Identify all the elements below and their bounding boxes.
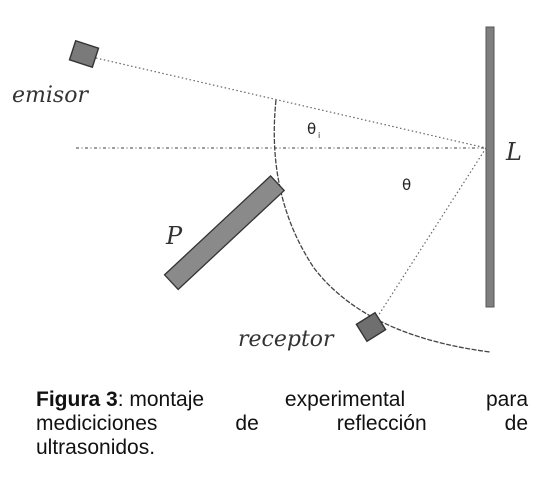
- caption-word: ultrasonidos.: [36, 436, 156, 459]
- wall-label: L: [505, 138, 522, 166]
- angle-arc: [273, 99, 491, 353]
- theta-i-label: θ: [307, 120, 316, 138]
- theta-i-subscript: i: [318, 131, 320, 140]
- emisor-label: emisor: [12, 83, 89, 108]
- incident-beam-line: [95, 57, 487, 149]
- caption-line-2: mediciciones de reflección de: [36, 412, 528, 436]
- receiver-device: [355, 311, 387, 343]
- receptor-label: receptor: [238, 327, 335, 352]
- caption-word: de: [235, 412, 259, 435]
- caption-word: experimental: [284, 388, 406, 411]
- caption-line-1: Figura 3: montaje experimental para: [36, 388, 528, 412]
- caption-word: : montaje: [117, 388, 205, 411]
- caption-line-3: ultrasonidos.: [36, 436, 528, 460]
- reflection-setup-diagram: emisor receptor P L θ i θ: [12, 26, 522, 353]
- caption-lead: Figura 3: montaje: [36, 388, 204, 412]
- panel-p: [163, 174, 286, 291]
- reflected-beam-line: [377, 147, 487, 317]
- reflecting-wall: [485, 26, 495, 308]
- caption-word: mediciciones: [36, 412, 158, 435]
- caption-word: reflección: [336, 412, 427, 435]
- figure-caption: Figura 3: montaje experimental para medi…: [36, 388, 528, 460]
- caption-word: para: [485, 388, 528, 411]
- emitter-device: [68, 39, 100, 69]
- theta-label: θ: [402, 176, 411, 194]
- caption-word: de: [504, 412, 528, 435]
- figure-label: Figura 3: [36, 388, 118, 411]
- panel-label: P: [165, 222, 183, 250]
